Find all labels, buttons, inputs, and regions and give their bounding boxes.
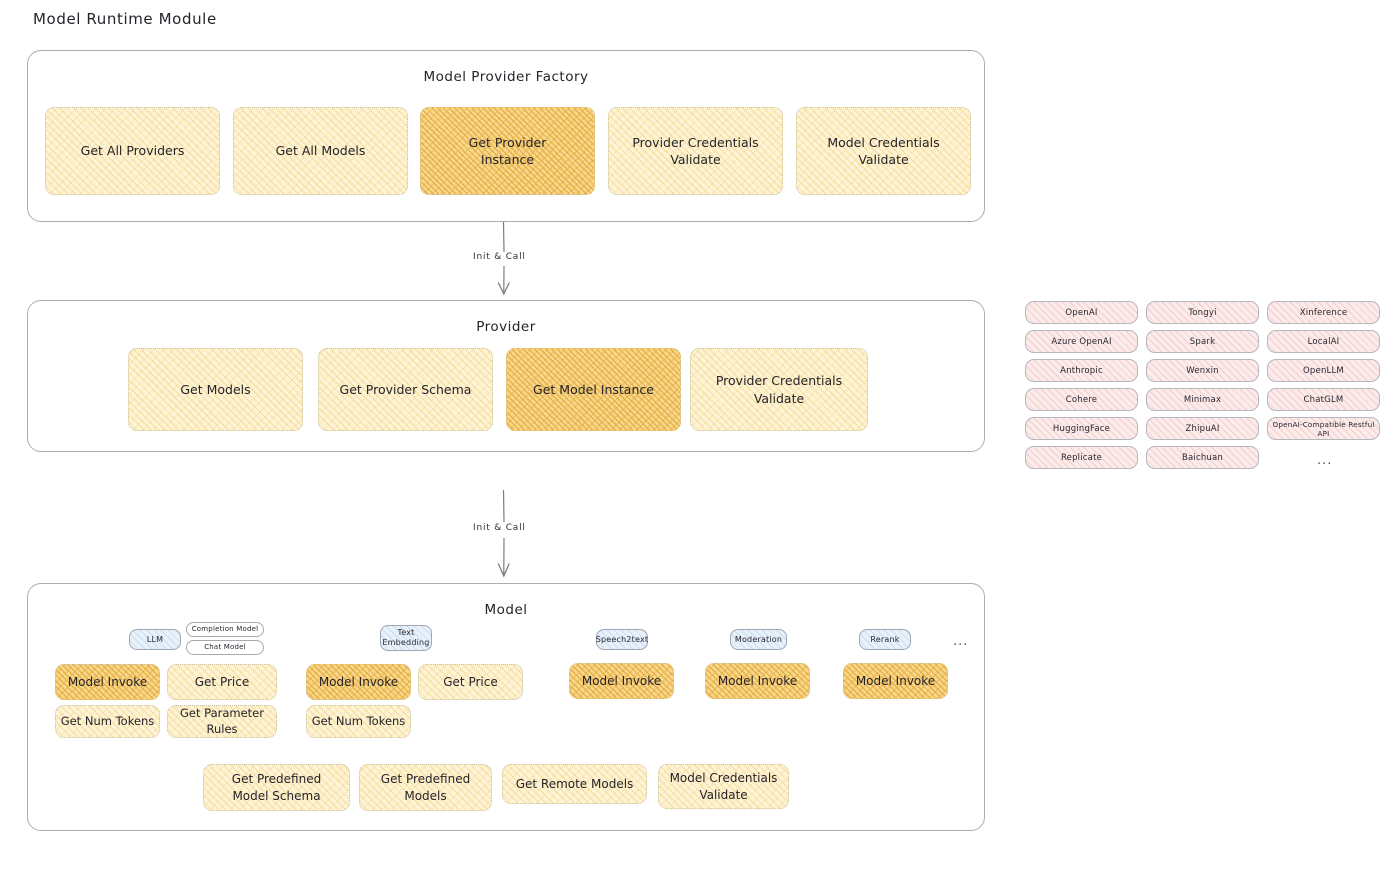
- provider-title: Provider: [476, 319, 536, 335]
- provider-pill-anthropic[interactable]: Anthropic: [1025, 359, 1138, 382]
- factory-node-model-credentials-validate[interactable]: Model Credentials Validate: [796, 107, 971, 195]
- provider-node-get-model-instance[interactable]: Get Model Instance: [506, 348, 681, 431]
- model-type-llm[interactable]: LLM: [129, 629, 181, 650]
- model-method-llm-get-parameter-rules[interactable]: Get Parameter Rules: [167, 705, 277, 738]
- model-subtype-chat-model[interactable]: Chat Model: [186, 640, 264, 655]
- provider-pill-spark[interactable]: Spark: [1146, 330, 1259, 353]
- arrow-down-icon: [497, 489, 510, 578]
- provider-pill-huggingface[interactable]: HuggingFace: [1025, 417, 1138, 440]
- model-type-text-embedding[interactable]: Text Embedding: [380, 625, 432, 651]
- provider-pill-chatglm[interactable]: ChatGLM: [1267, 388, 1380, 411]
- connector-1-label: Init & Call: [469, 252, 530, 262]
- provider-panel: Provider Get Models Get Provider Schema …: [27, 300, 1004, 469]
- model-type-rerank[interactable]: Rerank: [859, 629, 911, 650]
- provider-node-get-models[interactable]: Get Models: [128, 348, 303, 431]
- provider-list-more: ...: [1317, 453, 1333, 468]
- provider-pill-openai[interactable]: OpenAI: [1025, 301, 1138, 324]
- provider-pill-openllm[interactable]: OpenLLM: [1267, 359, 1380, 382]
- provider-pill-cohere[interactable]: Cohere: [1025, 388, 1138, 411]
- provider-node-provider-credentials-validate[interactable]: Provider Credentials Validate: [690, 348, 868, 431]
- provider-pill-azure-openai[interactable]: Azure OpenAI: [1025, 330, 1138, 353]
- model-method-llm-get-num-tokens[interactable]: Get Num Tokens: [55, 705, 160, 738]
- provider-pill-xinference[interactable]: Xinference: [1267, 301, 1380, 324]
- model-type-speech2text[interactable]: Speech2text: [596, 629, 648, 650]
- model-common-get-predefined-models[interactable]: Get Predefined Models: [359, 764, 492, 811]
- connector-2-label: Init & Call: [469, 523, 530, 533]
- model-method-speech2text-model-invoke[interactable]: Model Invoke: [569, 663, 674, 699]
- model-method-moderation-model-invoke[interactable]: Model Invoke: [705, 663, 810, 699]
- model-types-more: ...: [953, 634, 969, 649]
- model-provider-factory-panel: Model Provider Factory Get All Providers…: [27, 50, 985, 222]
- provider-node-get-provider-schema[interactable]: Get Provider Schema: [318, 348, 493, 431]
- arrow-down-icon: [497, 221, 510, 296]
- model-method-llm-get-price[interactable]: Get Price: [167, 664, 277, 700]
- factory-node-provider-credentials-validate[interactable]: Provider Credentials Validate: [608, 107, 783, 195]
- model-subtype-completion-model[interactable]: Completion Model: [186, 622, 264, 637]
- model-method-text-embedding-get-num-tokens[interactable]: Get Num Tokens: [306, 705, 411, 738]
- provider-pill-localai[interactable]: LocalAI: [1267, 330, 1380, 353]
- page-title: Model Runtime Module: [33, 10, 217, 28]
- model-common-get-remote-models[interactable]: Get Remote Models: [502, 764, 647, 804]
- provider-pill-minimax[interactable]: Minimax: [1146, 388, 1259, 411]
- model-provider-factory-title: Model Provider Factory: [423, 69, 589, 85]
- model-method-text-embedding-get-price[interactable]: Get Price: [418, 664, 523, 700]
- factory-node-get-all-models[interactable]: Get All Models: [233, 107, 408, 195]
- provider-pill-replicate[interactable]: Replicate: [1025, 446, 1138, 469]
- provider-pill-baichuan[interactable]: Baichuan: [1146, 446, 1259, 469]
- provider-pill-zhipuai[interactable]: ZhipuAI: [1146, 417, 1259, 440]
- connector-provider-to-model: Init & Call: [469, 489, 540, 582]
- provider-pill-tongyi[interactable]: Tongyi: [1146, 301, 1259, 324]
- model-panel: Model LLM Completion Model Chat Model Mo…: [27, 583, 1004, 848]
- provider-pill-openai-compatible-restful-api[interactable]: OpenAI-Compatible Restful API: [1267, 417, 1380, 440]
- model-method-llm-model-invoke[interactable]: Model Invoke: [55, 664, 160, 700]
- factory-node-get-all-providers[interactable]: Get All Providers: [45, 107, 220, 195]
- model-title: Model: [484, 602, 528, 618]
- model-method-text-embedding-model-invoke[interactable]: Model Invoke: [306, 664, 411, 700]
- model-common-model-credentials-validate[interactable]: Model Credentials Validate: [658, 764, 789, 809]
- factory-node-get-provider-instance[interactable]: Get Provider Instance: [420, 107, 595, 195]
- model-method-rerank-model-invoke[interactable]: Model Invoke: [843, 663, 948, 699]
- model-common-get-predefined-model-schema[interactable]: Get Predefined Model Schema: [203, 764, 350, 811]
- model-type-moderation[interactable]: Moderation: [730, 629, 787, 650]
- provider-pill-wenxin[interactable]: Wenxin: [1146, 359, 1259, 382]
- connector-factory-to-provider: Init & Call: [469, 221, 540, 300]
